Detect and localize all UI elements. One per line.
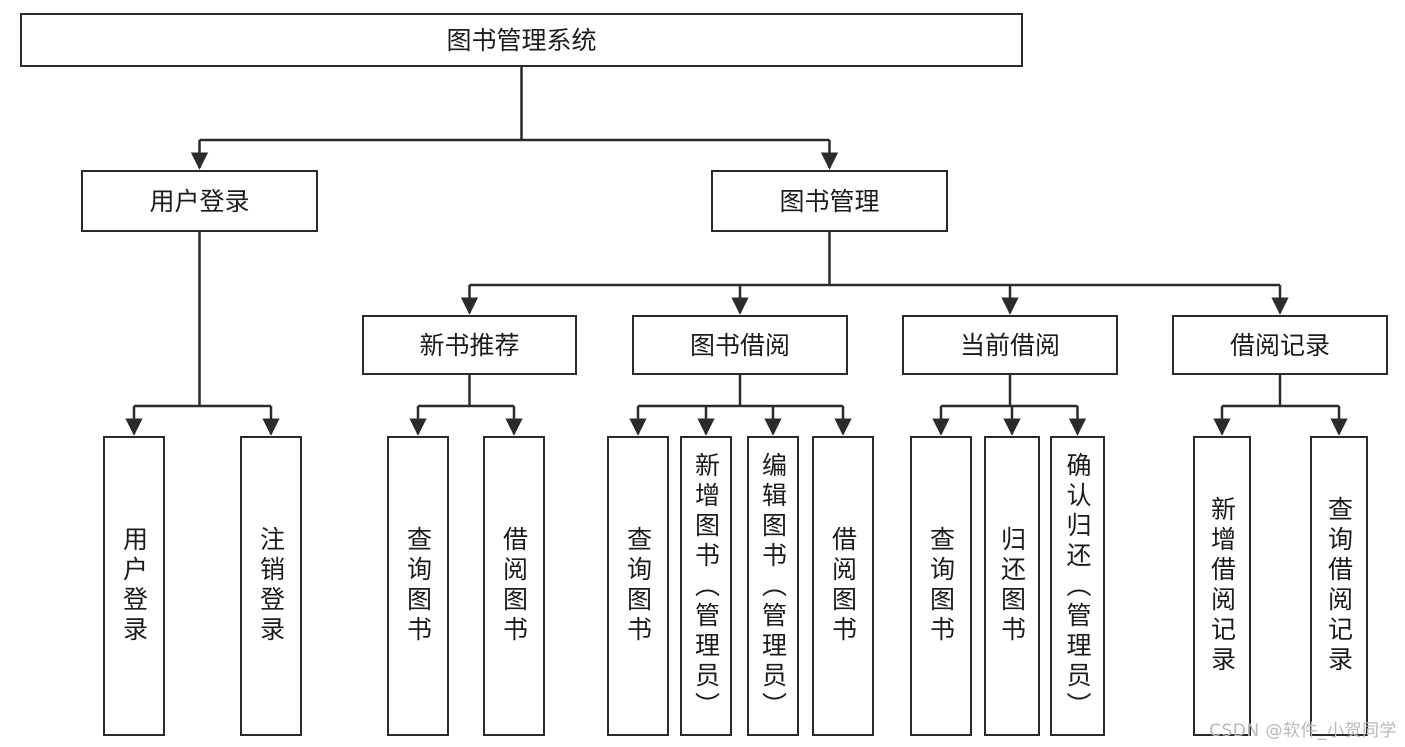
node-label-root: 图书管理系统 xyxy=(446,25,597,55)
node-label-leaf-query-book-3: 查询图书 xyxy=(926,526,956,646)
node-label-user-login: 用户登录 xyxy=(149,186,250,216)
node-book-manage[interactable]: 图书管理 xyxy=(711,170,948,232)
node-leaf-query-borrow-record[interactable]: 查询借阅记录 xyxy=(1310,436,1368,736)
node-label-leaf-query-borrow-record: 查询借阅记录 xyxy=(1324,496,1354,676)
node-leaf-add-book-admin[interactable]: 新增图书（管理员） xyxy=(680,436,732,736)
node-borrow-record[interactable]: 借阅记录 xyxy=(1172,315,1388,375)
node-leaf-query-book-2[interactable]: 查询图书 xyxy=(607,436,669,736)
node-user-login[interactable]: 用户登录 xyxy=(81,170,318,232)
node-label-leaf-confirm-return-admin: 确认归还（管理员） xyxy=(1063,452,1092,722)
node-label-new-book-recommend: 新书推荐 xyxy=(419,330,520,360)
node-label-leaf-add-book-admin: 新增图书（管理员） xyxy=(691,452,721,722)
node-label-leaf-user-login: 用户登录 xyxy=(119,526,149,646)
node-label-book-manage: 图书管理 xyxy=(779,186,880,216)
node-label-leaf-edit-book-admin: 编辑图书（管理员） xyxy=(758,452,788,722)
node-leaf-confirm-return-admin[interactable]: 确认归还（管理员） xyxy=(1050,436,1105,736)
node-label-leaf-logout-login: 注销登录 xyxy=(256,526,286,646)
node-leaf-edit-book-admin[interactable]: 编辑图书（管理员） xyxy=(747,436,799,736)
node-label-leaf-query-book-2: 查询图书 xyxy=(623,526,653,646)
node-new-book-recommend[interactable]: 新书推荐 xyxy=(362,315,577,375)
node-label-book-borrow: 图书借阅 xyxy=(689,330,790,360)
node-leaf-user-login[interactable]: 用户登录 xyxy=(103,436,165,736)
node-label-leaf-add-borrow-record: 新增借阅记录 xyxy=(1207,496,1237,676)
node-leaf-query-book-3[interactable]: 查询图书 xyxy=(910,436,972,736)
node-leaf-return-book[interactable]: 归还图书 xyxy=(984,436,1040,736)
node-label-leaf-query-book-1: 查询图书 xyxy=(403,526,433,646)
node-book-borrow[interactable]: 图书借阅 xyxy=(632,315,848,375)
node-label-leaf-borrow-book-1: 借阅图书 xyxy=(499,526,529,646)
node-leaf-logout-login[interactable]: 注销登录 xyxy=(240,436,302,736)
node-leaf-borrow-book-1[interactable]: 借阅图书 xyxy=(483,436,545,736)
node-label-borrow-record: 借阅记录 xyxy=(1229,330,1330,360)
node-leaf-borrow-book-2[interactable]: 借阅图书 xyxy=(812,436,874,736)
node-root[interactable]: 图书管理系统 xyxy=(20,13,1023,67)
node-leaf-query-book-1[interactable]: 查询图书 xyxy=(387,436,449,736)
node-current-borrow[interactable]: 当前借阅 xyxy=(902,315,1118,375)
node-leaf-add-borrow-record[interactable]: 新增借阅记录 xyxy=(1193,436,1251,736)
node-label-leaf-borrow-book-2: 借阅图书 xyxy=(828,526,858,646)
node-label-current-borrow: 当前借阅 xyxy=(959,330,1060,360)
edges-group xyxy=(125,67,1348,436)
watermark-label: CSDN @软件_小贺同学 xyxy=(1209,721,1397,741)
node-label-leaf-return-book: 归还图书 xyxy=(997,526,1027,646)
